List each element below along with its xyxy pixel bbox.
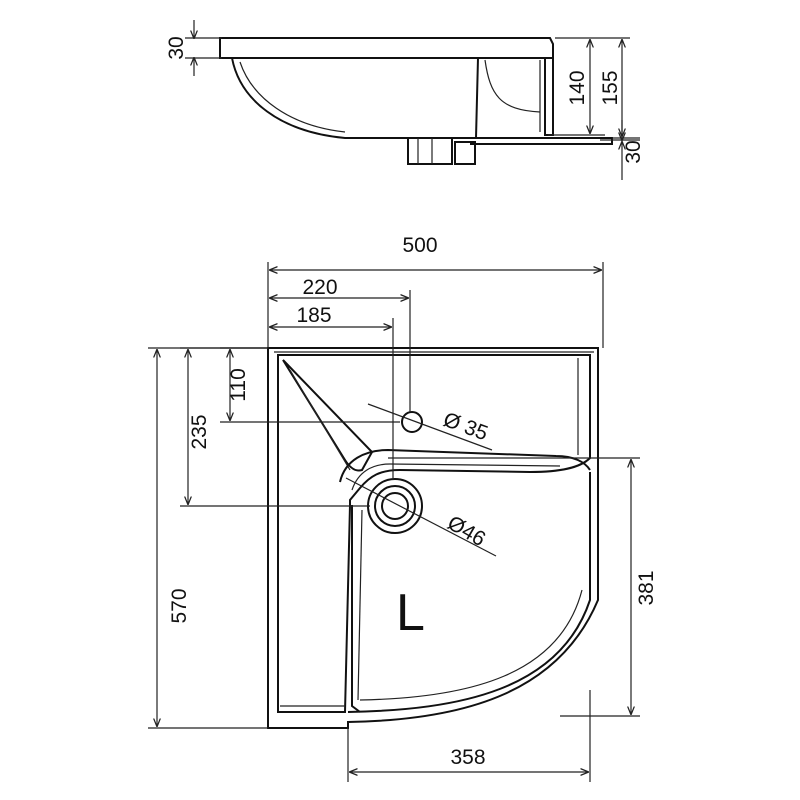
side-view: 30 140 155 30	[165, 20, 645, 180]
side-view-base	[470, 137, 613, 145]
basin-outer-outline	[267, 347, 599, 729]
dim-drain-diameter: Ø46	[444, 511, 490, 551]
dim-drain-offset-235: 235	[188, 414, 211, 449]
side-view-drain	[407, 137, 453, 165]
tap-hole	[401, 411, 423, 433]
dim-depth-570: 570	[168, 588, 191, 623]
drain	[367, 478, 423, 534]
dim-drain-offset-185: 185	[296, 304, 331, 327]
side-marker-l: L	[396, 584, 425, 642]
dim-side-140: 140	[566, 70, 589, 105]
dim-bowl-width-358: 358	[450, 746, 485, 769]
dim-tap-offset-220: 220	[302, 276, 337, 299]
dim-side-top-30: 30	[165, 36, 188, 59]
side-view-back-support	[475, 57, 554, 139]
side-view-top-slab	[219, 37, 554, 59]
bowl-corner-curve	[339, 448, 591, 483]
dim-bowl-depth-381: 381	[635, 570, 658, 605]
dim-side-155: 155	[599, 70, 622, 105]
dim-width-500: 500	[402, 234, 437, 257]
basin-inner-rim	[277, 354, 591, 713]
drain-leader	[345, 477, 497, 557]
dim-tap-offset-110: 110	[227, 368, 250, 401]
tap-hole-leader	[367, 403, 493, 451]
side-view-bowl-curve	[231, 57, 470, 139]
dim-side-bottom-30: 30	[622, 140, 645, 163]
deck-diagonal	[282, 359, 374, 472]
bowl-front-curve	[347, 472, 591, 713]
top-view: L 500 220 185 110 235 570 381	[148, 234, 658, 782]
